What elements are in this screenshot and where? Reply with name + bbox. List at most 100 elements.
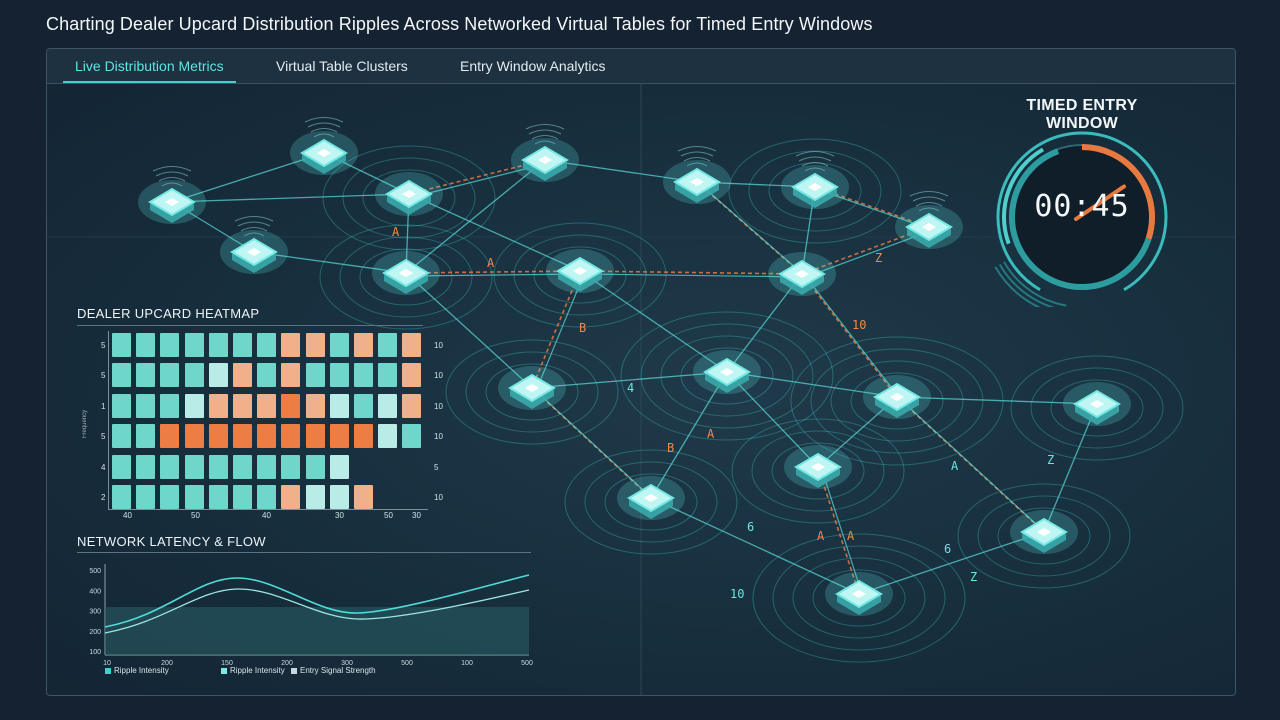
node-core [690, 178, 704, 186]
heatmap-y-axis-label: Frequency [82, 409, 89, 439]
network-edge [579, 270, 728, 373]
heatmap-cell [257, 485, 277, 509]
node-core [720, 368, 734, 376]
edge-glyph: 10 [852, 318, 866, 332]
heatmap-right-label: 10 [434, 401, 443, 411]
heatmap-cell [233, 485, 252, 509]
network-edge-parallel [900, 399, 1049, 536]
network-edge [726, 371, 819, 468]
node-core [811, 463, 825, 471]
tab-live-distribution-metrics[interactable]: Live Distribution Metrics [63, 49, 236, 83]
network-edge [726, 371, 898, 398]
heatmap-cell [305, 333, 325, 357]
hot-edge [817, 466, 860, 595]
table-node-icon [546, 249, 614, 293]
heatmap-cell [184, 454, 204, 479]
heatmap-cell [160, 454, 180, 479]
ripple-ring [772, 545, 946, 651]
signal-arc [918, 207, 940, 212]
latency-y-tick: 100 [89, 649, 101, 656]
heatmap-cell [184, 393, 204, 418]
edge-glyph: A [951, 459, 959, 473]
latency-x-tick: 500 [401, 660, 413, 667]
heatmap-cell [378, 363, 398, 388]
heatmap-cell [305, 363, 325, 388]
heatmap-cell [233, 333, 252, 357]
timer-title-line1: TIMED ENTRY [1026, 97, 1138, 114]
table-node-icon [784, 445, 852, 489]
latency-x-tick: 300 [341, 660, 353, 667]
table-node-icon [1010, 510, 1078, 554]
network-edge-parallel [805, 276, 902, 401]
gauge-tick-arc [994, 266, 1041, 307]
table-node-icon [768, 252, 836, 296]
heatmap-cell [160, 333, 180, 357]
edge-glyph: 6 [944, 542, 951, 556]
heatmap-x-label: 50 [191, 511, 200, 520]
heatmap-cell [208, 393, 228, 418]
network-edge [896, 396, 1098, 405]
tab-virtual-table-clusters[interactable]: Virtual Table Clusters [276, 58, 408, 74]
signal-arc [304, 117, 344, 123]
ripple-ring [792, 557, 926, 639]
heatmap-cell [112, 485, 131, 509]
node-core [165, 198, 179, 206]
ripple-ring [752, 533, 966, 663]
signal-arc [677, 146, 717, 152]
table-node-icon [372, 251, 440, 295]
latency-x-tick: 150 [221, 660, 233, 667]
heatmap-cell [136, 363, 156, 388]
network-edge [650, 497, 860, 595]
ripple-ring [359, 248, 453, 306]
gauge-needle [1074, 184, 1127, 221]
ripple-ring [604, 473, 698, 531]
heatmap-row-label: 1 [101, 401, 106, 411]
ripple-ring [1050, 379, 1144, 437]
ripple-ring [322, 145, 496, 251]
signal-arc [243, 232, 265, 237]
legend-label: Entry Signal Strength [300, 666, 376, 675]
network-edge-parallel [583, 273, 807, 278]
signal-arc [528, 129, 562, 135]
ripple-ring [812, 569, 906, 627]
signal-arc [795, 151, 835, 157]
signal-arc [909, 191, 949, 197]
ripple-ring [640, 323, 814, 429]
signal-arc [237, 221, 271, 227]
heatmap-x-label: 50 [384, 511, 393, 520]
edge-glyph: B [579, 321, 586, 335]
ripple-ring [751, 430, 885, 512]
latency-title-rule [77, 552, 531, 553]
network-edge [405, 159, 546, 274]
legend-item-ripple-intensity-1: Ripple Intensity [105, 666, 169, 675]
latency-title: NETWORK LATENCY & FLOW [77, 534, 266, 549]
ripple-ring [977, 495, 1111, 577]
heatmap-cell [136, 333, 156, 357]
heatmap-cell [184, 363, 204, 388]
table-node-icon [220, 230, 288, 274]
node-core [402, 190, 416, 198]
heatmap-cell [305, 485, 325, 509]
ripple-ring [731, 418, 905, 524]
table-node-icon [895, 205, 963, 249]
network-edge [544, 159, 698, 183]
ripple-ring [660, 335, 794, 417]
heatmap-cell [257, 454, 277, 479]
latency-x-tick: 500 [521, 660, 533, 667]
heatmap-x-label: 40 [262, 511, 271, 520]
signal-arc [686, 162, 708, 167]
node-core [852, 590, 866, 598]
heatmap-cell [160, 363, 180, 388]
ripple-ring [850, 372, 944, 430]
table-node-icon [781, 165, 849, 209]
network-edge-parallel [409, 273, 585, 277]
edge-glyph: Z [875, 251, 882, 265]
tab-entry-window-analytics[interactable]: Entry Window Analytics [460, 58, 606, 74]
heatmap-x-axis [108, 509, 428, 510]
hot-edge [579, 270, 803, 275]
ripple-ring [997, 507, 1091, 565]
heatmap-cell [281, 363, 301, 388]
timer-title: TIMED ENTRY WINDOW [1007, 97, 1157, 133]
